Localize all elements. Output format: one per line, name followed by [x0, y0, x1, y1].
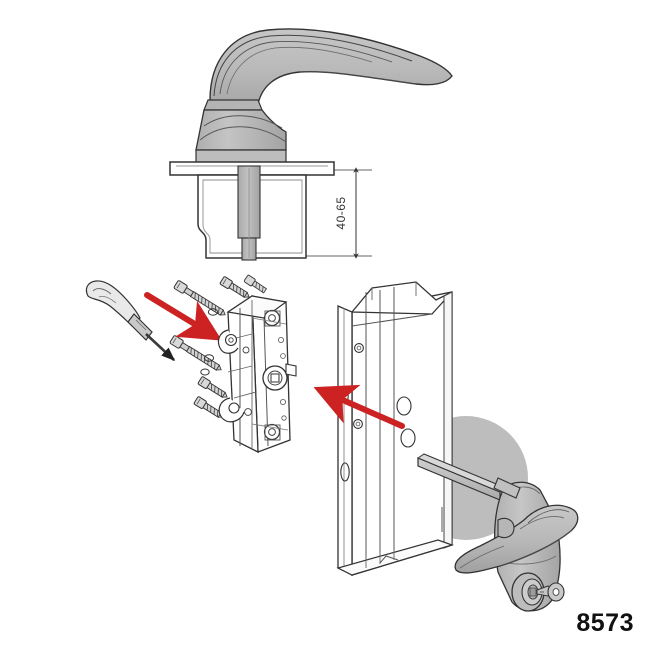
lock-case-exploded-view [85, 274, 297, 454]
frame-hole [400, 428, 416, 448]
short-fixing-screw [193, 274, 268, 418]
handle-neck-collar [195, 99, 287, 167]
part-code-label: 8573 [576, 609, 634, 637]
key-cylinder [511, 572, 545, 612]
lever-handle-with-key-cylinder [454, 477, 579, 612]
door-frame-profile [336, 281, 454, 577]
lock-case [217, 294, 297, 454]
square-spindle-section [237, 165, 261, 261]
lever-handle-section-view: 40-65 [169, 28, 453, 261]
lever-arm [209, 28, 453, 105]
screwdriver [85, 280, 176, 362]
washer [200, 368, 210, 376]
dimension-label: 40-65 [334, 196, 348, 229]
frame-hole [340, 462, 350, 482]
washer [203, 354, 215, 362]
dimension-40-65: 40-65 [306, 167, 372, 259]
insert-lock-case-arrow [144, 292, 222, 341]
insert-into-frame-arrow [313, 384, 405, 429]
door-frame-installation-view [313, 281, 579, 612]
key [536, 582, 565, 602]
frame-hole [354, 343, 364, 353]
frame-hole [396, 396, 412, 416]
